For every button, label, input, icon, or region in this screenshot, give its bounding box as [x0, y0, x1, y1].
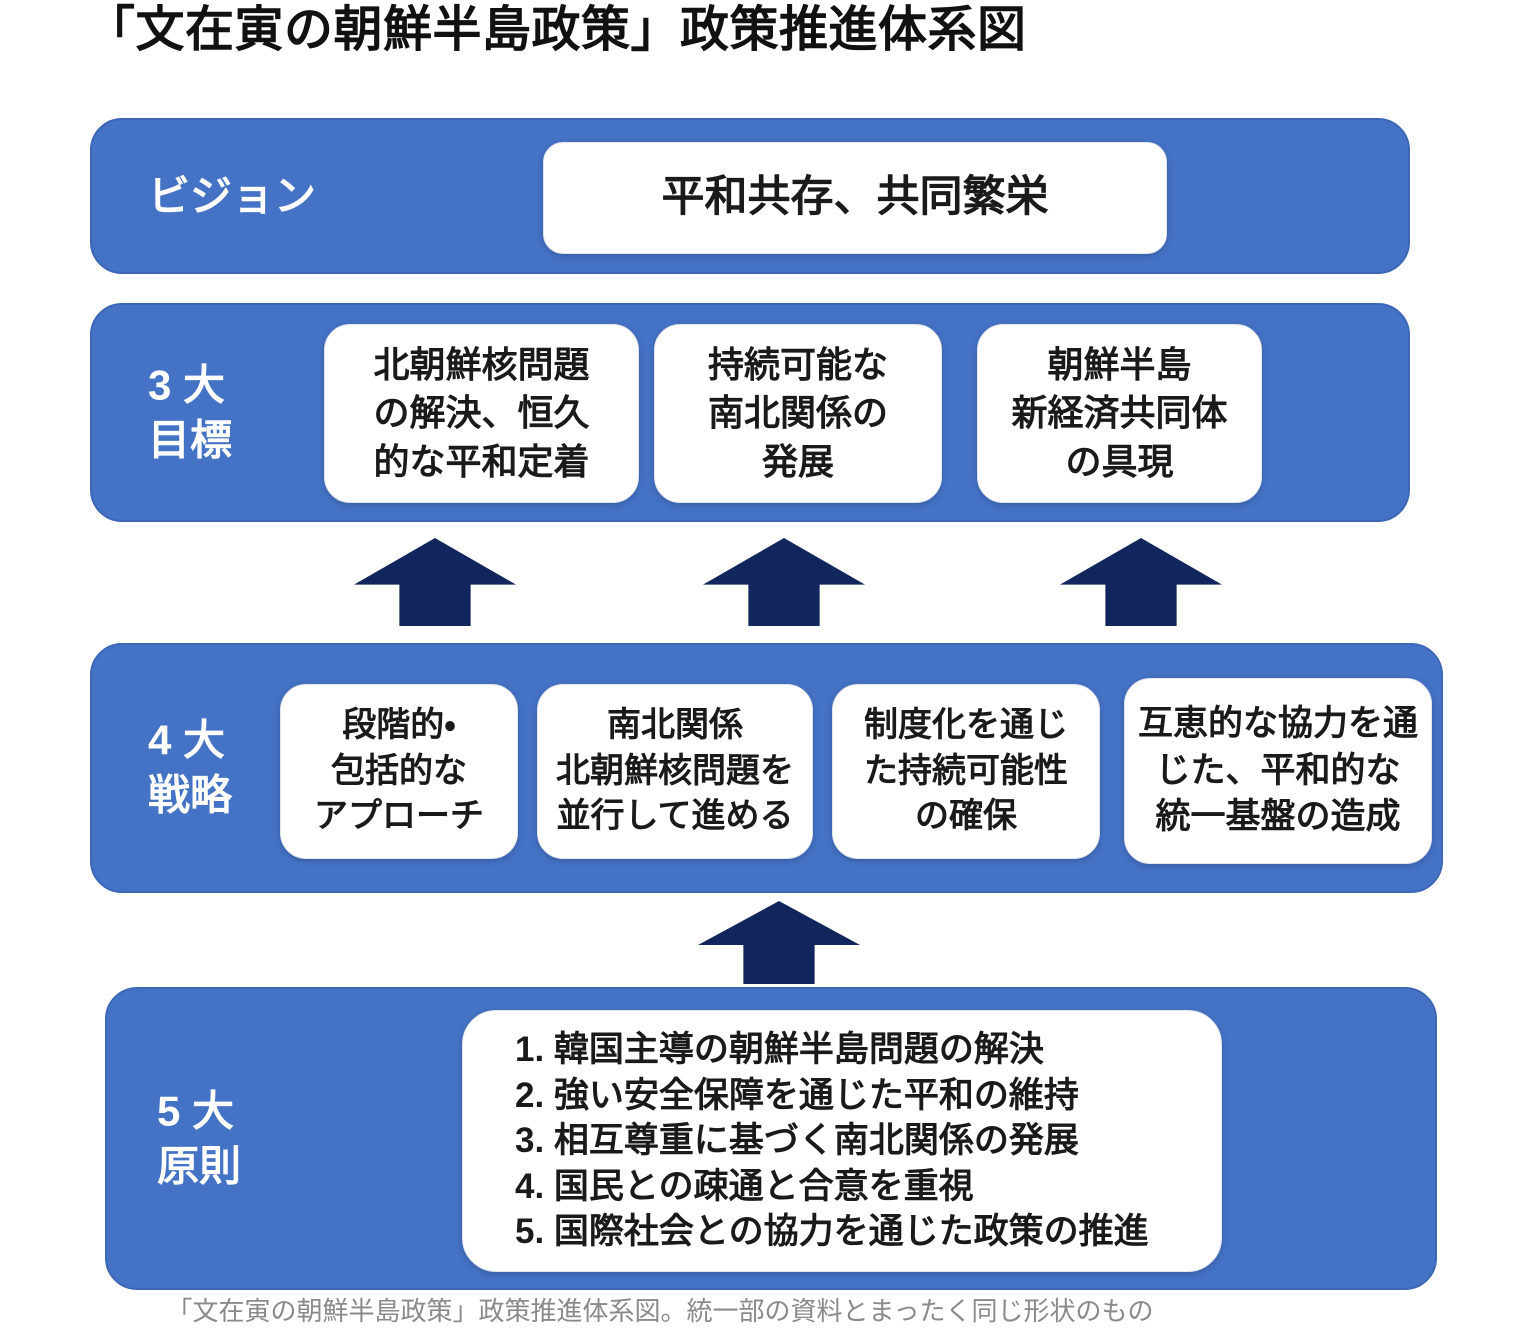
goal-box-new-economic-community: 朝鮮半島 新経済共同体 の具現: [977, 324, 1262, 503]
up-arrow-icon: [1060, 538, 1222, 626]
vision-band-label: ビジョン: [148, 172, 317, 220]
strategy-box-text: 段階的・ 包括的な アプローチ: [314, 706, 484, 836]
goal-box-text: 北朝鮮核問題 の解決、恒久 的な平和定着: [373, 344, 590, 482]
four-strategies-band-label: 4 大 戦略: [148, 716, 233, 819]
strategy-box-institutionalization: 制度化を通じ た持続可能性 の確保: [832, 684, 1100, 859]
goal-box-text: 持続可能な 南北関係の 発展: [707, 344, 888, 482]
three-goals-band-label: 3 大 目標: [148, 361, 233, 464]
image-caption: 「文在寅の朝鮮半島政策」政策推進体系図。統一部の資料とまったく同じ形状のもの: [166, 1296, 1154, 1326]
strategy-box-mutual-cooperation: 互恵的な協力を通 じた、平和的な 統一基盤の造成: [1124, 678, 1432, 864]
principle-item: 4. 国民との疎通と合意を重視: [515, 1166, 974, 1206]
strategy-box-phased-approach: 段階的・ 包括的な アプローチ: [280, 684, 518, 859]
three-goals-band: 3 大 目標 北朝鮮核問題 の解決、恒久 的な平和定着 持続可能な 南北関係の …: [90, 303, 1410, 522]
principle-item: 5. 国際社会との協力を通じた政策の推進: [515, 1212, 1149, 1252]
page-title: 「文在寅の朝鮮半島政策」政策推進体系図: [86, 3, 1027, 57]
goal-box-sustainable-relations: 持続可能な 南北関係の 発展: [654, 324, 942, 503]
principle-item: 1. 韓国主導の朝鮮半島問題の解決: [515, 1030, 1044, 1070]
principle-item: 2. 強い安全保障を通じた平和の維持: [515, 1075, 1079, 1115]
vision-band: ビジョン 平和共存、共同繁栄: [90, 118, 1410, 274]
strategy-box-text: 制度化を通じ た持続可能性 の確保: [864, 706, 1068, 836]
goal-box-text: 朝鮮半島 新経済共同体 の具現: [1011, 344, 1228, 482]
principles-list-box: 1. 韓国主導の朝鮮半島問題の解決 2. 強い安全保障を通じた平和の維持 3. …: [462, 1010, 1222, 1272]
goal-box-nuclear-issue: 北朝鮮核問題 の解決、恒久 的な平和定着: [324, 324, 639, 503]
five-principles-band-label: 5 大 原則: [157, 1087, 242, 1190]
up-arrow-icon: [698, 901, 860, 984]
four-strategies-band: 4 大 戦略 段階的・ 包括的な アプローチ 南北関係 北朝鮮核問題を 並行して…: [90, 643, 1443, 893]
vision-value-box: 平和共存、共同繁栄: [543, 142, 1167, 254]
strategy-box-parallel-progress: 南北関係 北朝鮮核問題を 並行して進める: [537, 684, 813, 859]
vision-value-text: 平和共存、共同繁栄: [661, 173, 1049, 222]
up-arrow-icon: [703, 538, 865, 626]
five-principles-band: 5 大 原則 1. 韓国主導の朝鮮半島問題の解決 2. 強い安全保障を通じた平和…: [105, 987, 1437, 1290]
principle-item: 3. 相互尊重に基づく南北関係の発展: [515, 1121, 1079, 1161]
strategy-box-text: 南北関係 北朝鮮核問題を 並行して進める: [556, 706, 794, 836]
up-arrow-icon: [354, 538, 516, 626]
strategy-box-text: 互恵的な協力を通 じた、平和的な 統一基盤の造成: [1137, 703, 1418, 837]
